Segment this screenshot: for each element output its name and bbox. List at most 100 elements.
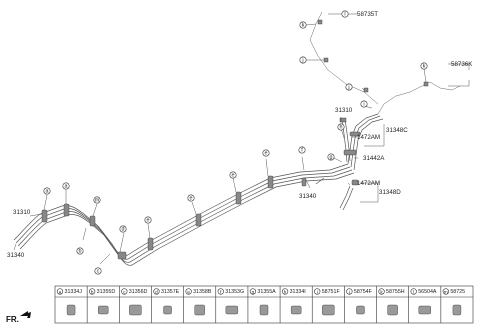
svg-text:d: d (122, 226, 125, 232)
label-58735T: 58735T (357, 11, 378, 18)
legend-part-code: 56504A (418, 289, 437, 295)
label-1472AM-upper: 1472AM (357, 134, 380, 141)
callout-m: m (93, 196, 101, 204)
legend-part-code: 31334I (290, 289, 306, 295)
label-58736K: 58736K (451, 61, 473, 68)
legend-part-image (290, 305, 302, 315)
lower-branch-pipe (315, 177, 354, 211)
svg-text:i: i (363, 101, 364, 107)
svg-text:j: j (301, 57, 303, 63)
callout-g: g (327, 153, 335, 161)
legend-part-code: 31356D (129, 289, 148, 295)
label-31442A: 31442A (363, 155, 385, 162)
label-31310-right: 31310 (335, 107, 353, 114)
svg-text:e: e (147, 217, 150, 223)
legend-part-code: 31357E (161, 289, 180, 295)
legend-part-code: 31358B (193, 289, 212, 295)
callout-j-top: j (299, 56, 307, 64)
legend-part-code: 58725 (450, 289, 465, 295)
legend-item-l: l 56504A (408, 286, 437, 323)
legend-part-image (66, 304, 76, 316)
label-31340-mid: 31340 (299, 193, 317, 200)
legend-letter: i (317, 289, 318, 294)
label-31348C: 31348C (386, 127, 408, 134)
svg-text:a: a (46, 188, 49, 194)
legend-letter: c (123, 289, 126, 294)
legend-letter: m (444, 289, 448, 294)
legend-part-code: 31355D (97, 289, 116, 295)
label-31340-left: 31340 (7, 252, 25, 259)
svg-text:h: h (340, 124, 343, 130)
legend-letter: f (220, 289, 222, 294)
legend-part-code: 31334J (65, 289, 83, 295)
label-31310-left: 31310 (13, 209, 31, 216)
legend-letter: a (59, 289, 62, 294)
legend-part-image (129, 304, 142, 316)
callout-c: c (94, 267, 102, 275)
callout-e-1: e (262, 149, 270, 157)
pipe-clips (41, 19, 429, 260)
callouts: k l j j k i h g f e e e e d m a a b c (43, 10, 428, 275)
legend-letter: k (380, 289, 383, 294)
callout-b: b (76, 247, 84, 255)
svg-text:e: e (265, 150, 268, 156)
svg-text:c: c (97, 268, 100, 274)
svg-text:e: e (190, 195, 193, 201)
legend-part-code: 58755H (386, 289, 405, 295)
front-indicator: FR. (6, 311, 31, 324)
callout-e-2: e (229, 171, 237, 179)
svg-text:j: j (347, 84, 349, 90)
label-1472AM-lower: 1472AM (357, 180, 380, 187)
callout-h: h (337, 123, 345, 131)
vapor-line (309, 11, 461, 115)
legend-part-code: 31355A (257, 289, 276, 295)
callout-l-top: l (341, 10, 349, 18)
legend-letter: h (284, 289, 287, 294)
part-labels: 58735T 58736K 31310 1472AM 31348C 31442A… (7, 11, 473, 259)
svg-text:e: e (232, 172, 235, 178)
legend-letter: e (187, 289, 190, 294)
legend-letter: b (91, 289, 94, 294)
svg-text:l: l (344, 11, 345, 17)
callout-a-1: a (43, 187, 51, 195)
svg-text:f: f (301, 147, 303, 153)
callout-k-right: k (420, 62, 428, 70)
legend-part-code: 58754F (354, 289, 373, 295)
callout-d: d (119, 225, 127, 233)
legend-part-image (387, 304, 398, 316)
callout-f: f (298, 146, 306, 154)
legend-part-image (225, 305, 239, 315)
callout-a-2: a (62, 182, 70, 190)
front-arrow-icon (20, 311, 31, 318)
legend-part-image (356, 305, 365, 315)
callout-i: i (360, 100, 368, 108)
legend-part-image (322, 304, 335, 316)
leader-lines (13, 13, 470, 265)
svg-text:a: a (65, 183, 68, 189)
legend-item-i: i 58751F (311, 286, 341, 323)
label-31348D: 31348D (379, 189, 401, 196)
legend-letter: l (413, 289, 414, 294)
legend-part-image (98, 305, 109, 315)
legend-letter: j (348, 289, 350, 294)
legend-part-code: 58751F (322, 289, 341, 295)
svg-text:FR.: FR. (6, 315, 19, 324)
callout-e-4: e (144, 216, 152, 224)
legend-part-image (418, 305, 431, 315)
legend-part-code: 31353G (225, 289, 244, 295)
legend-letter: g (252, 289, 255, 294)
svg-text:b: b (79, 248, 82, 254)
legend-part-image (452, 304, 462, 316)
